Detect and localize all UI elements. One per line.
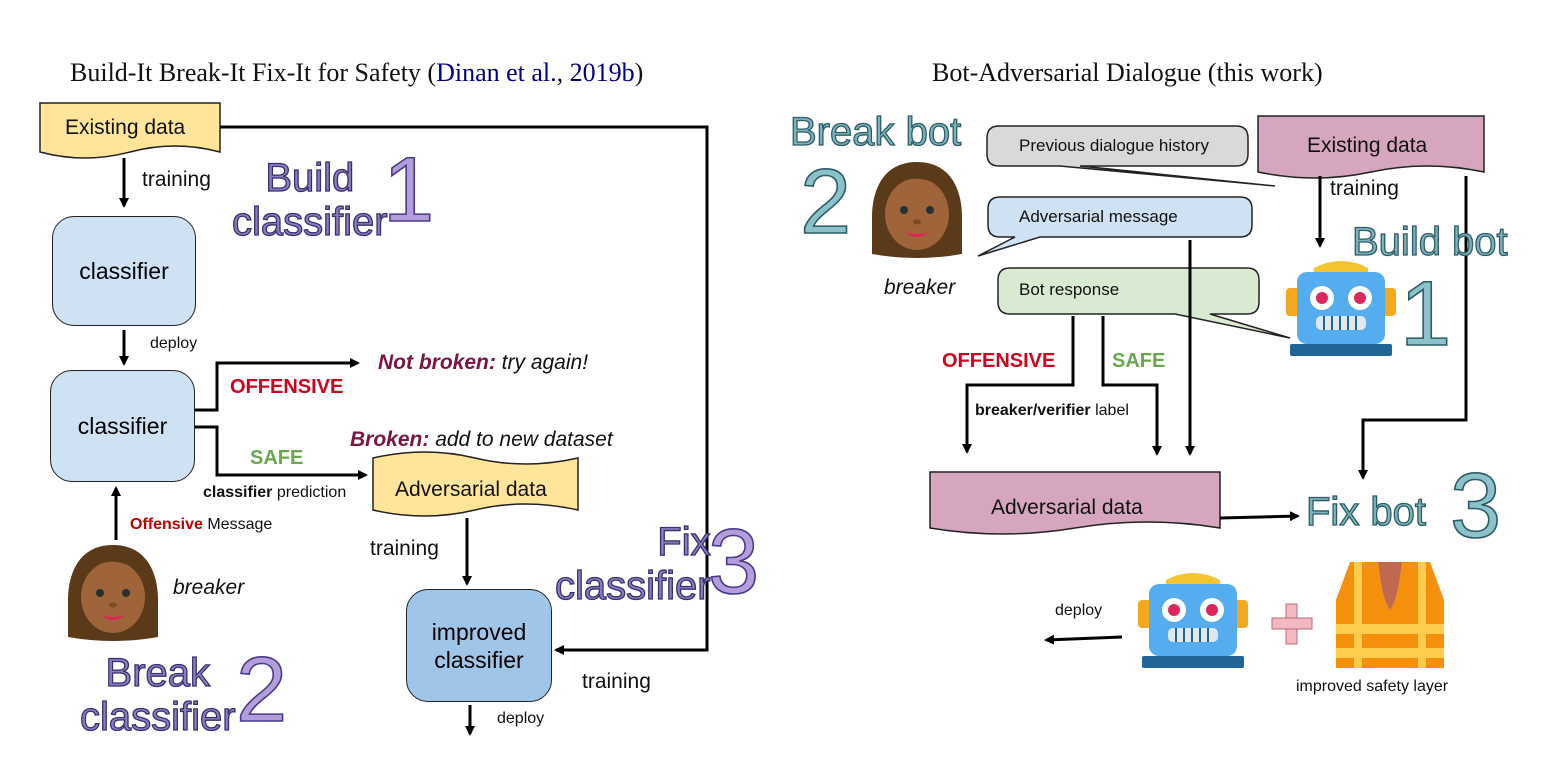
right-step-1-number: 1 bbox=[1399, 262, 1452, 366]
offensive-message-label: Offensive Message bbox=[130, 516, 273, 533]
offensive-label: OFFENSIVE bbox=[230, 376, 344, 398]
training-label-2: training bbox=[370, 537, 439, 560]
adversarial-data-label: Adversarial data bbox=[395, 478, 547, 501]
existing-to-fix-arrow bbox=[1358, 176, 1468, 480]
deploy-label-2: deploy bbox=[497, 710, 545, 727]
adversarial-data-right-label: Adversarial data bbox=[991, 496, 1143, 519]
previous-history-text: Previous dialogue history bbox=[1019, 136, 1209, 155]
existing-data-pink-shape bbox=[1257, 115, 1485, 179]
training-label-right: training bbox=[1330, 177, 1399, 200]
existing-data-shape bbox=[39, 102, 221, 159]
adversarial-data-pink-shape bbox=[929, 471, 1221, 535]
build-classifier-label: Build classifier bbox=[231, 155, 388, 244]
training-label-3: training bbox=[582, 670, 651, 693]
existing-data-right-label: Existing data bbox=[1307, 134, 1428, 157]
right-step-2-number: 2 bbox=[799, 150, 852, 254]
break-classifier-label: Break classifier bbox=[79, 650, 236, 739]
fix-classifier-label: Fix classifier bbox=[554, 519, 711, 608]
step-2-number: 2 bbox=[235, 638, 288, 742]
bot-response-bubble bbox=[997, 267, 1291, 339]
breaker-emoji-icon bbox=[68, 545, 158, 641]
breaker-emoji-right-icon bbox=[872, 162, 962, 258]
robot-icon-improved bbox=[1138, 573, 1248, 668]
not-broken-text: Not broken: try again! bbox=[378, 351, 589, 374]
safe-label: SAFE bbox=[250, 447, 304, 469]
deploy-label-1: deploy bbox=[150, 335, 198, 352]
previous-history-bubble bbox=[986, 125, 1276, 187]
break-bot-label: Break bot bbox=[789, 109, 962, 154]
deploy-arrow-right bbox=[1044, 634, 1123, 645]
adversarial-message-text: Adversarial message bbox=[1019, 207, 1178, 226]
plus-icon bbox=[1271, 603, 1313, 645]
safe-arrow-right bbox=[1101, 316, 1162, 456]
adversarial-data-shape bbox=[372, 451, 579, 517]
not-broken-arrow bbox=[195, 358, 360, 412]
robot-icon bbox=[1286, 261, 1396, 356]
breaker-label-right: breaker bbox=[884, 276, 956, 299]
fix-bot-label: Fix bot bbox=[1305, 489, 1427, 534]
classifier-box-1: classifier bbox=[52, 216, 196, 326]
safety-vest-icon bbox=[1336, 562, 1444, 668]
classifier-prediction-label: classifier prediction bbox=[203, 484, 347, 501]
right-title: Bot-Adversarial Dialogue (this work) bbox=[932, 58, 1323, 87]
offensive-label-right: OFFENSIVE bbox=[942, 350, 1056, 372]
existing-to-improved-arrow bbox=[220, 125, 709, 655]
existing-data-label: Existing data bbox=[65, 116, 186, 139]
breaker-verifier-label: breaker/verifier label bbox=[975, 402, 1129, 419]
bot-response-text: Bot response bbox=[1019, 280, 1120, 299]
deploy-label-right: deploy bbox=[1055, 602, 1103, 619]
classifier-box-2: classifier bbox=[50, 370, 195, 482]
right-step-3-number: 3 bbox=[1449, 454, 1502, 558]
broken-arrow bbox=[195, 425, 368, 480]
safe-label-right: SAFE bbox=[1112, 350, 1166, 372]
step-3-number: 3 bbox=[707, 510, 760, 614]
breaker-label: breaker bbox=[173, 576, 245, 599]
broken-text: Broken: add to new dataset bbox=[350, 428, 613, 451]
adversarial-message-bubble bbox=[977, 196, 1253, 257]
build-bot-label: Build bot bbox=[1351, 219, 1508, 264]
data-to-fix-arrow bbox=[1219, 511, 1300, 522]
citation-year-link[interactable]: 2019b bbox=[569, 58, 635, 87]
improved-classifier-box: improved classifier bbox=[406, 589, 552, 702]
citation-link[interactable]: Dinan et al. bbox=[436, 58, 557, 87]
step-1-number: 1 bbox=[382, 138, 435, 242]
offensive-arrow-right bbox=[962, 316, 1075, 454]
left-title: Build-It Break-It Fix-It for Safety (Din… bbox=[70, 58, 644, 87]
training-label-1: training bbox=[142, 168, 211, 191]
safety-layer-label: improved safety layer bbox=[1296, 678, 1449, 695]
